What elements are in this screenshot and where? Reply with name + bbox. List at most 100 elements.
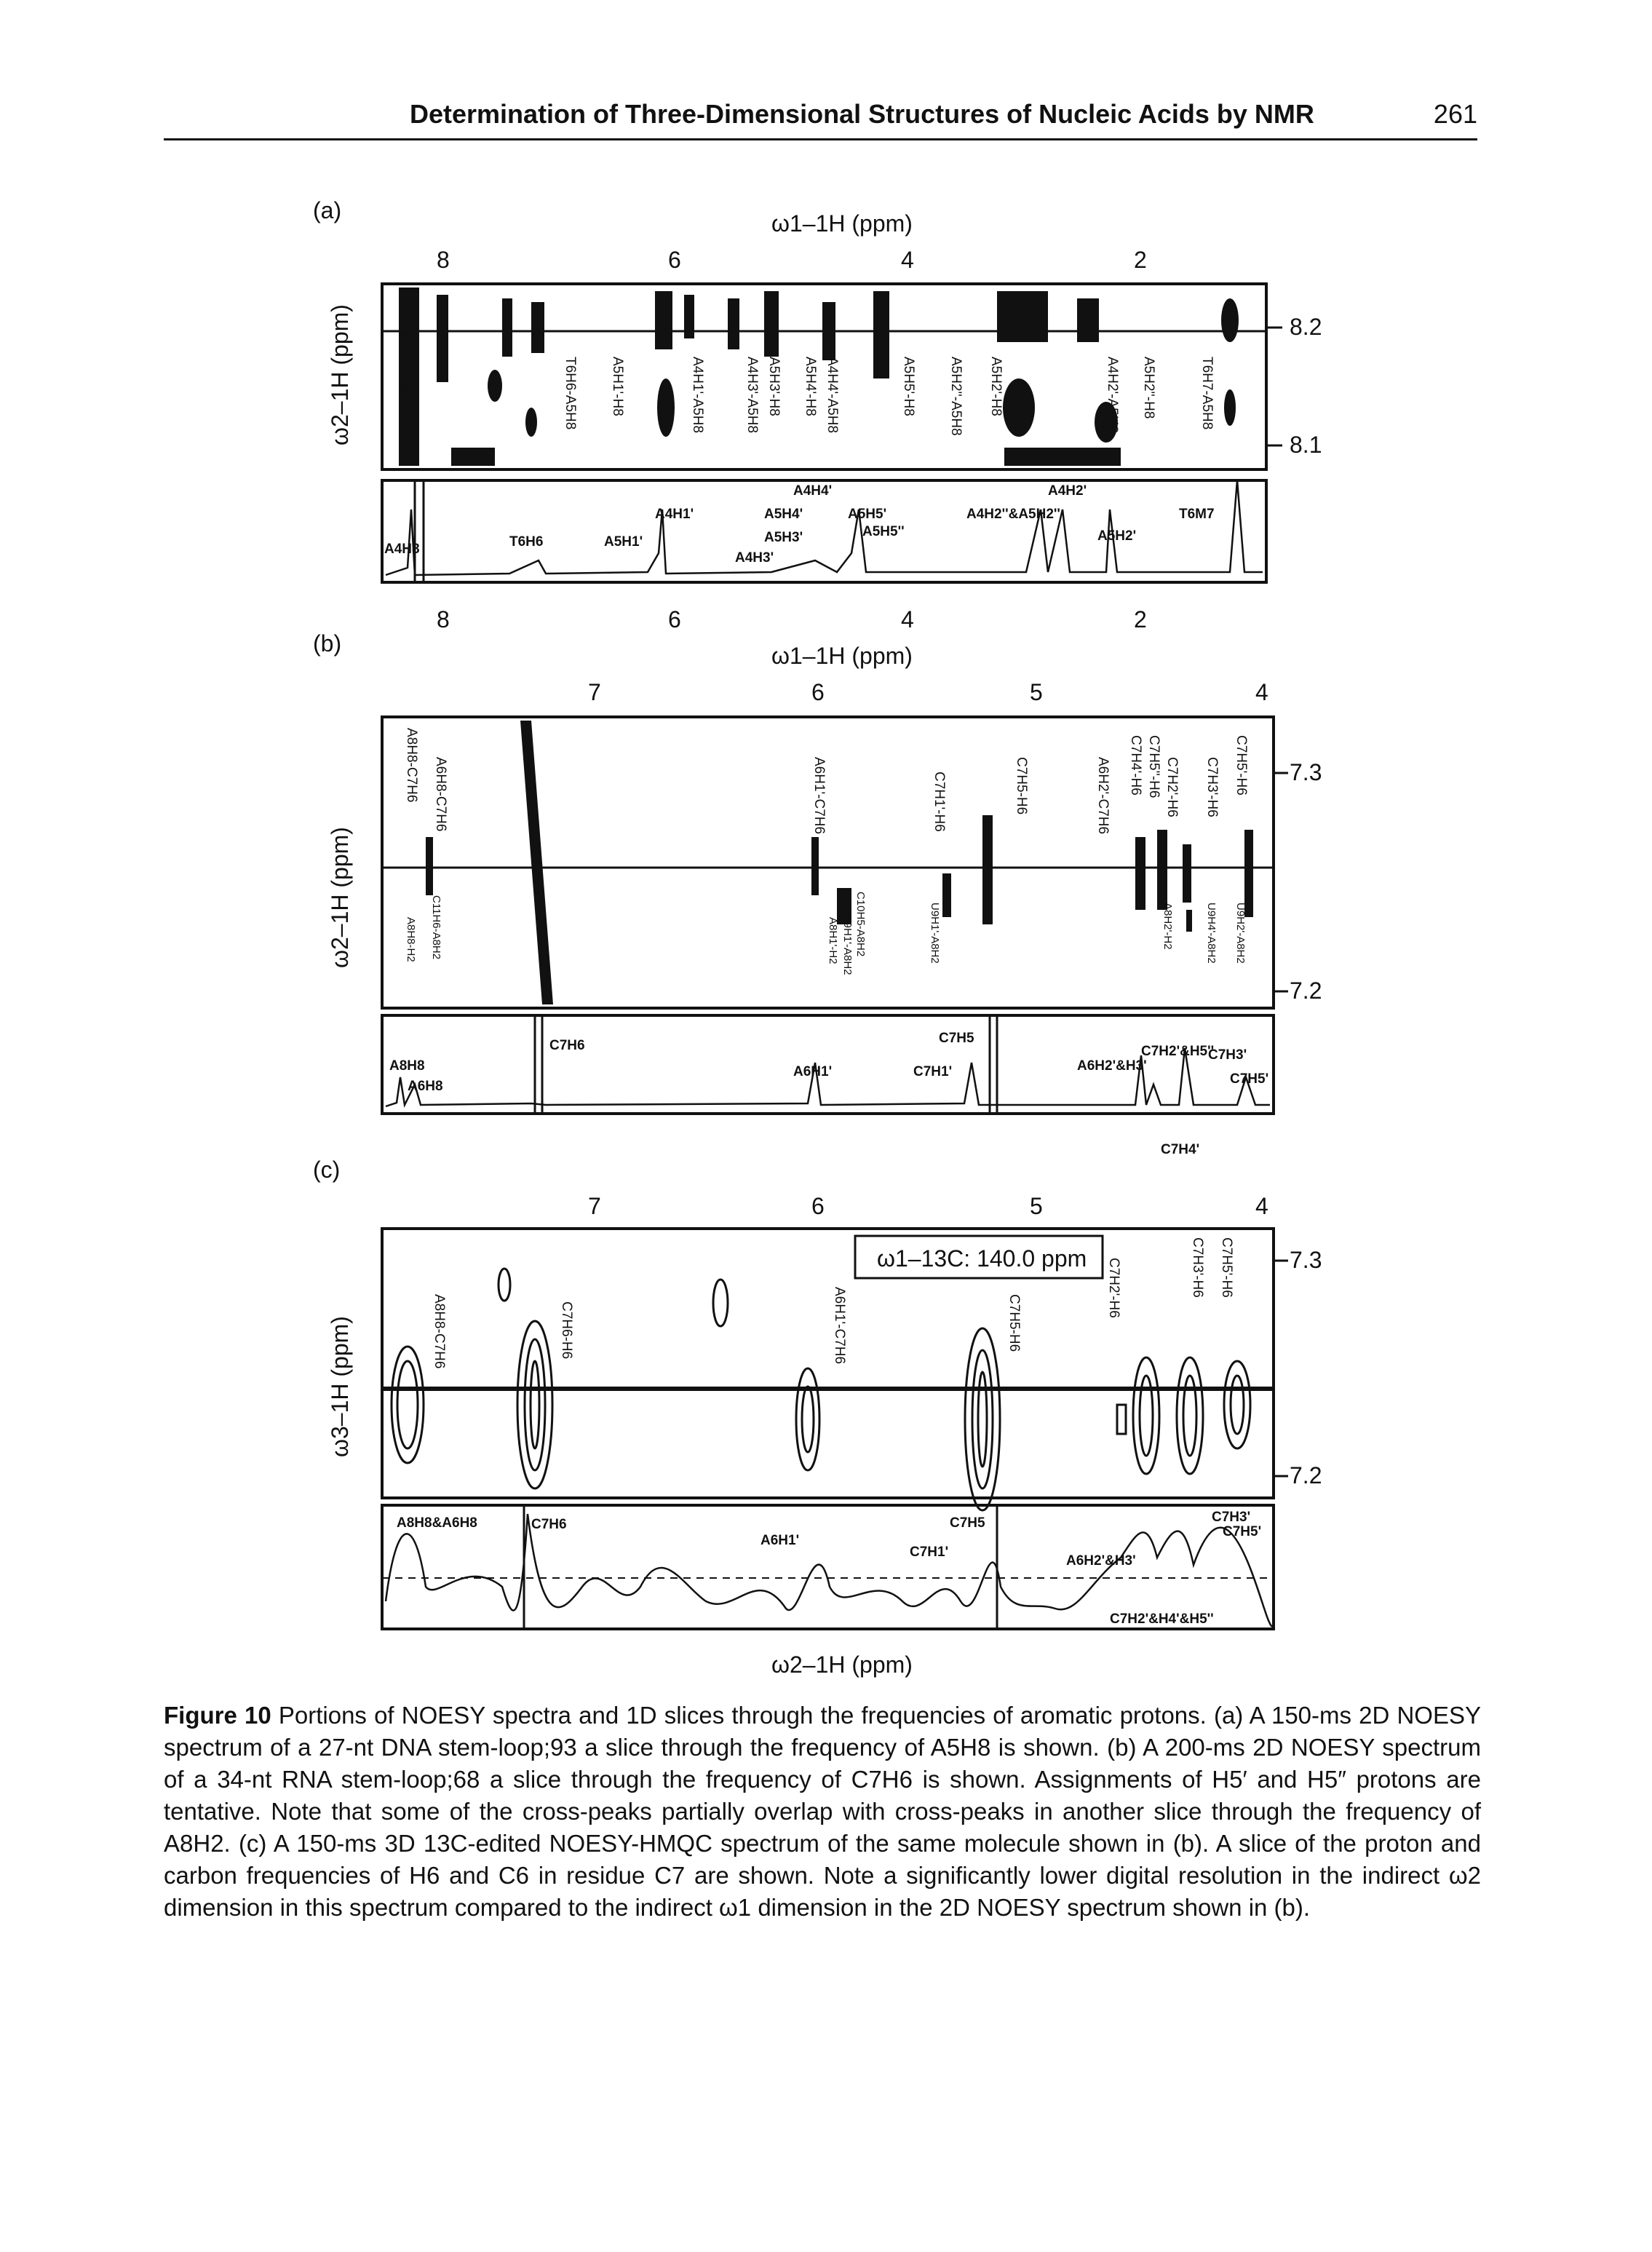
slice-b-4: C7H1' — [913, 1064, 952, 1079]
xpeak-b-6: C7H4'-H6 — [1128, 735, 1143, 796]
panel-a-top-axis-label: ω1–1H (ppm) — [771, 210, 913, 237]
xpeak-b-10: C7H5'-H6 — [1234, 735, 1249, 796]
xpeak-b-0: A8H8-C7H6 — [404, 728, 419, 802]
slice-a-1: T6H6 — [509, 534, 543, 550]
running-header: Determination of Three-Dimensional Struc… — [164, 95, 1477, 140]
xpeak-b-19: U9H2'-A8H2 — [1234, 903, 1247, 964]
panel-a-y-axis-label: ω2–1H (ppm) — [327, 304, 353, 445]
tick-c-7-3: 7.3 — [1290, 1247, 1322, 1273]
tick-a-b-8: 8 — [437, 606, 450, 633]
xpeak-b-5: A6H2'-C7H6 — [1095, 757, 1111, 834]
tick-b-7-2: 7.2 — [1290, 978, 1322, 1004]
slice-a-2: A5H1' — [604, 534, 643, 550]
slice-c-3: C7H5 — [950, 1515, 985, 1531]
xpeak-c-0: A8H8-C7H6 — [432, 1294, 447, 1368]
xpeak-b-18: U9H4'-A8H2 — [1205, 903, 1218, 964]
xpeak-a-13: T6H7-A5H8 — [1199, 357, 1215, 429]
tick-c-4: 4 — [1255, 1193, 1268, 1219]
panel-c-label: (c) — [313, 1157, 340, 1183]
panel-b-top-ticks: 7 6 5 4 — [588, 679, 1268, 705]
figure-label: Figure 10 — [164, 1702, 271, 1729]
tick-b-5: 5 — [1030, 679, 1043, 705]
panel-a-bottom-ticks: 8 6 4 2 — [437, 606, 1147, 633]
panel-a-slice-frame — [381, 479, 1268, 584]
slice-a-5: A4H4' — [793, 483, 832, 499]
xpeak-c-1: C7H6-H6 — [559, 1301, 574, 1359]
slice-b-7: C7H2'&H5'' — [1141, 1044, 1214, 1059]
xpeak-a-9: A5H2''-A5H8 — [948, 357, 964, 436]
xpeak-b-1: A6H8-C7H6 — [433, 757, 448, 831]
panel-a-slice-labels: A4H8 T6H6 A5H1' A4H1' A5H4' A4H4' A5H5' … — [384, 483, 1215, 566]
tick-c-5: 5 — [1030, 1193, 1043, 1219]
xpeak-b-12: A8H8-H2 — [405, 917, 417, 962]
slice-a-4: A5H4' — [764, 507, 803, 522]
slice-c-4: C7H1' — [910, 1545, 948, 1560]
tick-a-b-2: 2 — [1134, 606, 1147, 633]
panel-c-contours — [390, 1267, 1252, 1512]
tick-a-8-1: 8.1 — [1290, 432, 1322, 458]
tick-a-8-2: 8.2 — [1290, 314, 1322, 340]
panel-c-slice-labels: A8H8&A6H8 C7H6 A6H1' C7H5 C7H1' A6H2'&H3… — [397, 1510, 1261, 1627]
slice-b-5: C7H5 — [939, 1031, 974, 1046]
xpeak-b-3: C7H1'-H6 — [932, 772, 947, 832]
panel-b-y-axis-label: ω2–1H (ppm) — [327, 827, 353, 968]
tick-b-7-3: 7.3 — [1290, 759, 1322, 785]
slice-b-9: C7H5' — [1230, 1071, 1268, 1087]
figure-caption-text: Portions of NOESY spectra and 1D slices … — [164, 1702, 1482, 1921]
slice-a-9: A4H3' — [735, 550, 774, 566]
slice-a-10: A4H2''&A5H2'' — [966, 507, 1060, 522]
xpeak-a-6: A4H4'-A5H8 — [825, 357, 840, 433]
tick-a-b-6: 6 — [668, 606, 681, 633]
xpeak-a-4: A5H3'-H8 — [766, 357, 782, 416]
panel-b-slice-frame — [381, 1014, 1275, 1115]
xpeak-c-5: C7H3'-H6 — [1190, 1237, 1205, 1298]
slice-b-0: A8H8 — [389, 1058, 425, 1074]
xpeak-c-3: C7H5-H6 — [1006, 1294, 1022, 1352]
slice-b-3: A6H1' — [793, 1064, 832, 1079]
panel-b: (b) 7 6 5 4 A8H8-C7H6 A6H8-C7H6 A6H1'-C7… — [313, 630, 1322, 1157]
panel-a-contours — [399, 288, 1239, 466]
xpeak-b-4: C7H5-H6 — [1014, 757, 1029, 814]
xpeak-b-8: C7H2'-H6 — [1164, 757, 1180, 817]
tick-b-6: 6 — [811, 679, 825, 705]
tick-b-4: 4 — [1255, 679, 1268, 705]
tick-a-4: 4 — [901, 247, 914, 273]
slice-a-3: A4H1' — [655, 507, 694, 522]
slice-a-12: A5H2' — [1097, 528, 1136, 544]
panel-c-cross-peak-labels: A8H8-C7H6 C7H6-H6 A6H1'-C7H6 C7H5-H6 C7H… — [432, 1237, 1234, 1368]
tick-b-7: 7 — [588, 679, 601, 705]
slice-a-7: A5H5'' — [862, 524, 905, 539]
xpeak-b-16: U9H1'-A8H2 — [929, 903, 941, 964]
panel-b-right-ticks: 7.3 7.2 — [1290, 759, 1322, 1004]
slice-b-6: A6H2'&H3' — [1077, 1058, 1147, 1074]
panel-c-2d-frame — [381, 1227, 1275, 1499]
xpeak-c-6: C7H5'-H6 — [1219, 1237, 1234, 1298]
panel-a-slice-trace — [385, 480, 1263, 576]
panel-c-right-ticks: 7.3 7.2 — [1290, 1247, 1322, 1488]
slice-a-6: A5H5' — [848, 507, 886, 522]
panel-c-bottom-axis-label: ω2–1H (ppm) — [771, 1652, 913, 1678]
panel-c: (c) 7 6 5 4 ω1–13C: 140.0 ppm A8H8-C7H6 … — [313, 1157, 1322, 1678]
tick-c-7: 7 — [588, 1193, 601, 1219]
xpeak-a-7: A5H4'-H8 — [803, 357, 818, 416]
tick-c-6: 6 — [811, 1193, 825, 1219]
slice-c-8: C7H2'&H4'&H5'' — [1110, 1611, 1214, 1627]
panel-a-right-ticks: 8.2 8.1 — [1290, 314, 1322, 458]
slice-c-6: C7H3' — [1212, 1510, 1250, 1525]
panel-b-label: (b) — [313, 630, 341, 657]
panel-b-2d-frame — [381, 715, 1275, 1010]
slice-a-0: A4H8 — [384, 542, 420, 557]
panel-a-label: (a) — [313, 197, 341, 223]
panel-c-carbon-label: ω1–13C: 140.0 ppm — [877, 1245, 1087, 1272]
xpeak-c-4: C7H2'-H6 — [1106, 1258, 1121, 1318]
tick-c-7-2: 7.2 — [1290, 1462, 1322, 1488]
page-number: 261 — [1433, 99, 1477, 129]
panel-c-slice-frame — [381, 1504, 1275, 1630]
panel-c-carbon-box — [854, 1234, 1104, 1280]
xpeak-a-3: A4H1'-A5H8 — [690, 357, 705, 433]
xpeak-b-13: C10H5-A8H2 — [854, 892, 867, 956]
tick-a-6: 6 — [668, 247, 681, 273]
panel-a-cross-peak-labels: A4H8-A5H8 T6H6-A5H8 A5H1'-H8 A4H1'-A5H8 … — [395, 320, 1215, 436]
xpeak-b-15: A8H1'-H2 — [827, 917, 839, 964]
slice-b-8: C7H3' — [1208, 1047, 1247, 1063]
